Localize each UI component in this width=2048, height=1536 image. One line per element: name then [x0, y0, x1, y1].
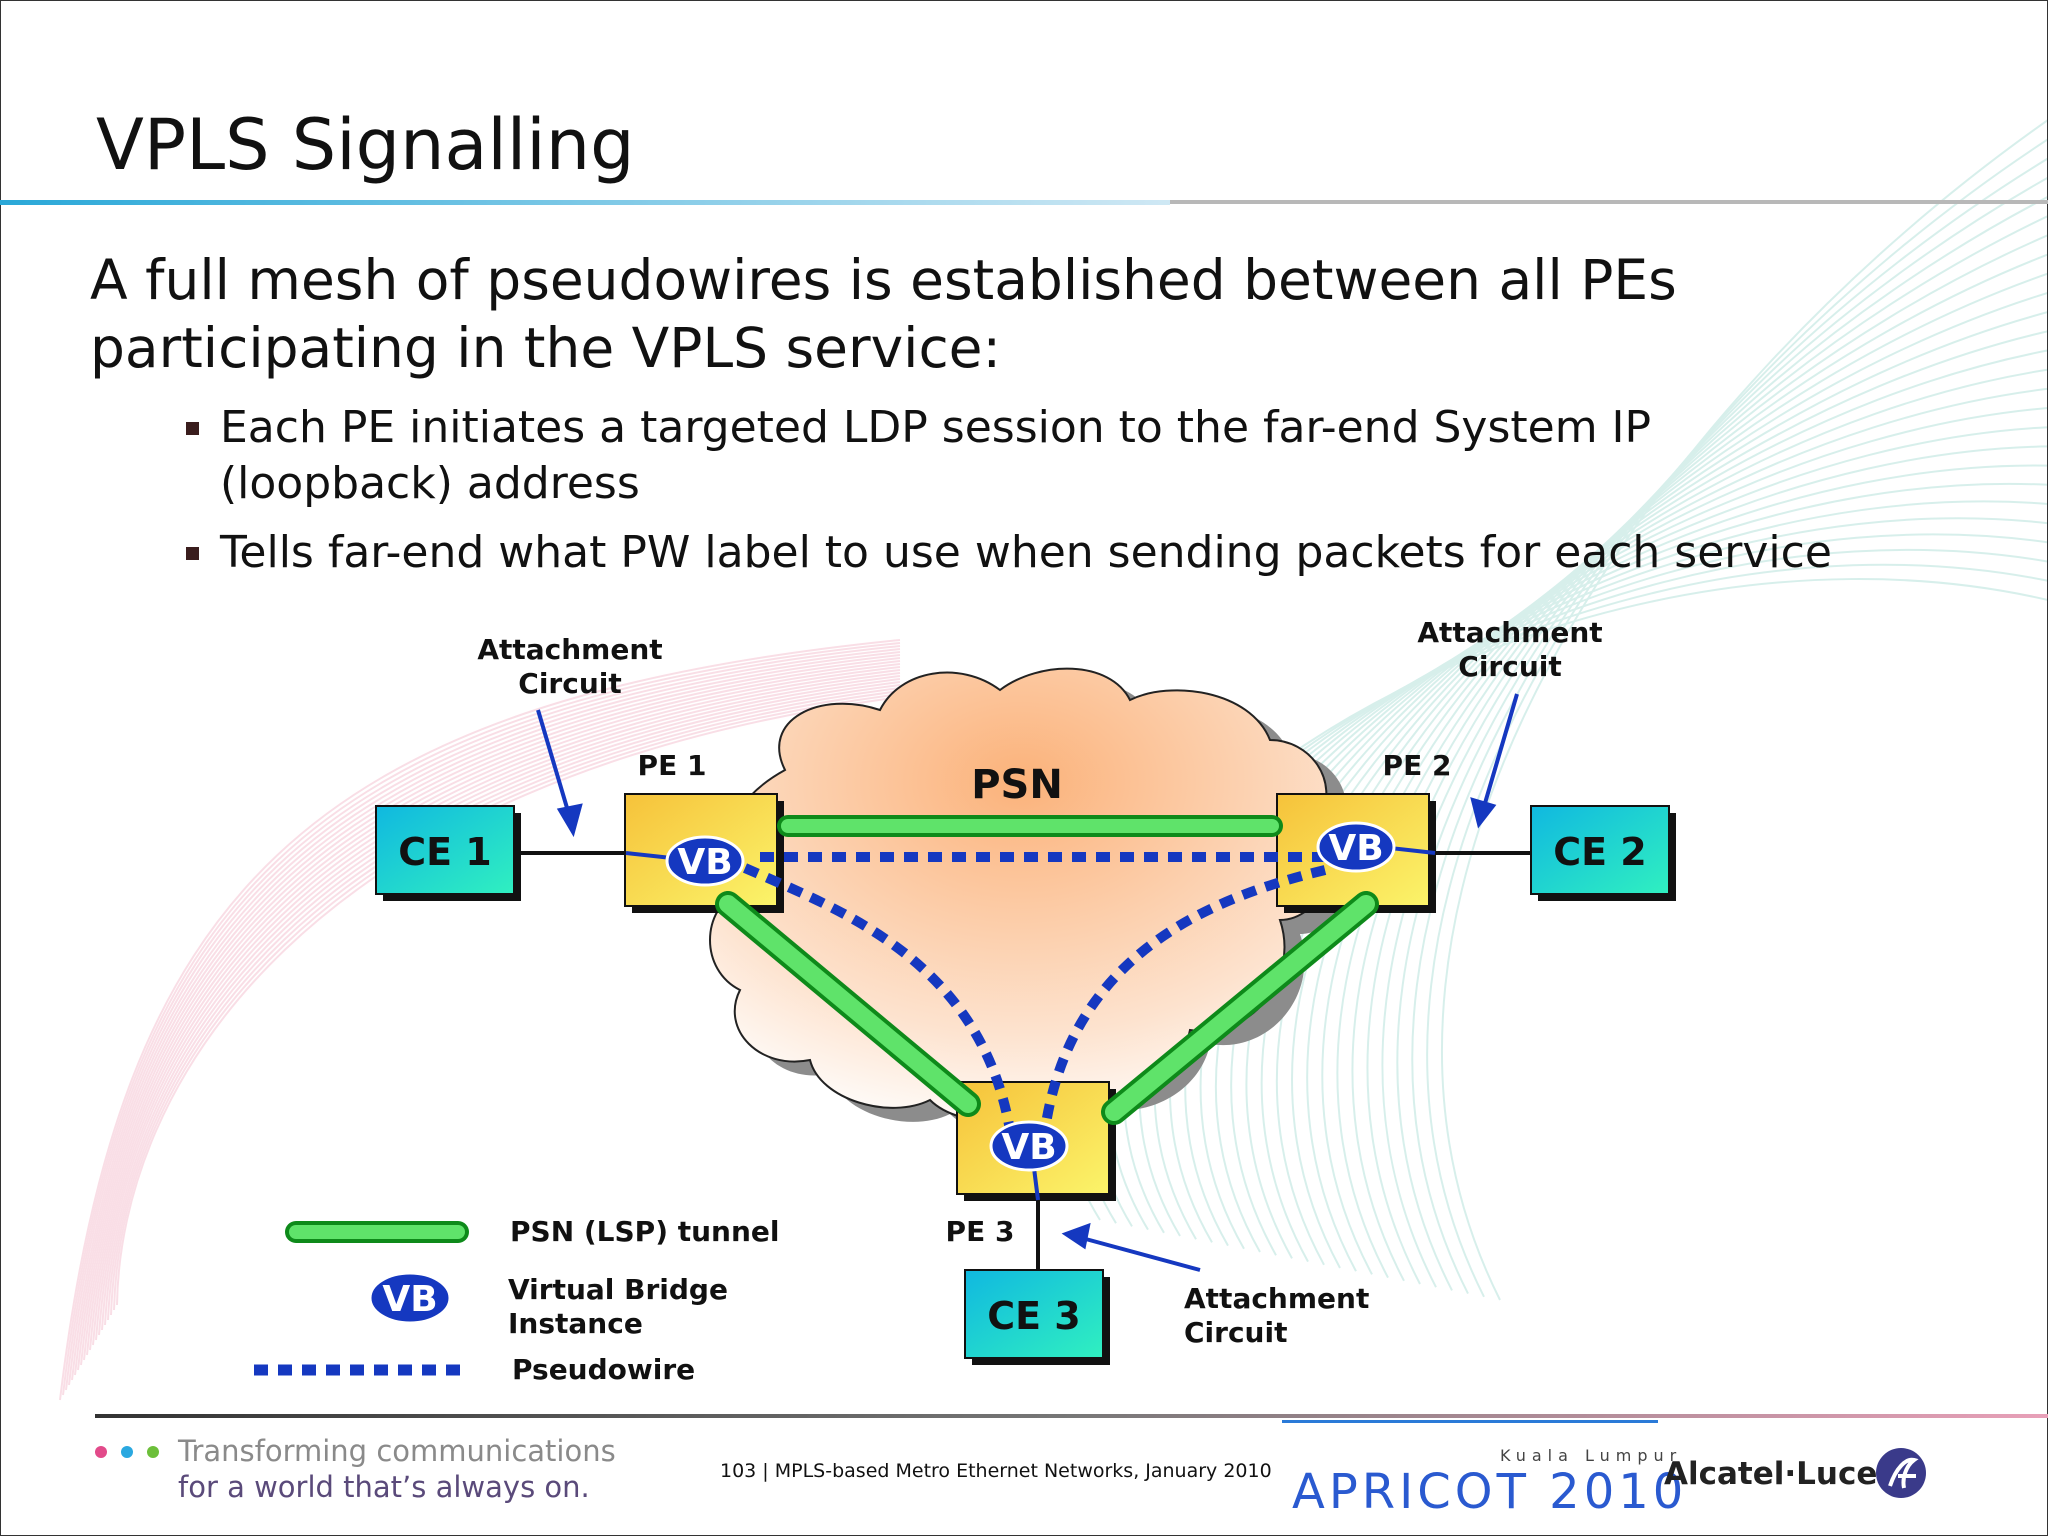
- pink-swirl-line: [77, 657, 901, 1371]
- pink-swirl-line: [104, 684, 901, 1326]
- pink-swirl-line: [101, 681, 901, 1331]
- alcatel-lucent-logo-icon: [1876, 1448, 1926, 1498]
- alcatel-lucent-brand: Alcatel·Lucent: [1664, 1456, 1915, 1492]
- title-underline: [0, 200, 1170, 205]
- footer-page-info: 103 | MPLS-based Metro Ethernet Networks…: [720, 1460, 1272, 1482]
- pink-swirl-line: [107, 687, 901, 1321]
- bullet-item-1: Each PE initiates a targeted LDP session…: [220, 402, 1652, 509]
- pink-swirl-line: [92, 672, 901, 1346]
- teal-swirl-line: [1260, 349, 2048, 1263]
- pink-swirl-line: [95, 675, 901, 1341]
- ac2-arrowhead: [1470, 797, 1497, 829]
- teal-swirl-line: [1245, 368, 2048, 1259]
- pink-swirl-line: [98, 678, 901, 1336]
- vb3-label: VB: [1001, 1127, 1056, 1168]
- ce3-box: [964, 1269, 1104, 1359]
- pink-swirl-line: [86, 666, 901, 1356]
- teal-swirl-line: [1351, 234, 2048, 1282]
- attachment-circuit-label-2: Attachment Circuit: [1417, 616, 1603, 683]
- pink-swirl-line: [113, 693, 901, 1311]
- teal-swirl-line: [1336, 253, 2048, 1279]
- apricot-text: APRICOT 2010: [1292, 1464, 1688, 1520]
- ce2-label: CE 2: [1553, 830, 1647, 874]
- pe2-label: PE 2: [1383, 749, 1452, 782]
- bullet-item-2: Tells far-end what PW label to use when …: [220, 527, 1832, 578]
- pink-swirl-line: [110, 690, 901, 1316]
- vb2-label: VB: [1328, 828, 1383, 869]
- legend-tunnel-label: PSN (LSP) tunnel: [510, 1215, 780, 1248]
- teal-swirl-line: [1306, 291, 2048, 1272]
- teal-swirl-line: [1366, 215, 2048, 1285]
- pink-swirl-line: [62, 642, 901, 1396]
- pink-swirl-line: [83, 663, 901, 1361]
- footer-dot-blue: [121, 1446, 133, 1458]
- legend-vb-symbol-label: VB: [382, 1279, 437, 1320]
- teal-swirl-line: [1291, 311, 2048, 1269]
- lsp-tunnel-pe2-pe3: [1105, 895, 1375, 1121]
- ce3-label: CE 3: [987, 1294, 1081, 1338]
- teal-swirl-line: [1396, 176, 2048, 1291]
- pink-swirl-line: [65, 645, 901, 1391]
- footer-dot-green: [147, 1446, 159, 1458]
- pe1-label: PE 1: [638, 749, 707, 782]
- ac3-arrowhead: [1061, 1222, 1091, 1250]
- attachment-circuit-label-3: Attachment Circuit: [1184, 1282, 1370, 1349]
- bullet-marker: [186, 547, 199, 560]
- bullet-marker: [186, 422, 199, 435]
- apricot-logo-bar: [1282, 1420, 1658, 1423]
- teal-swirl-line: [1411, 157, 2048, 1295]
- vb2-ac-line: [1389, 846, 1436, 855]
- footer-divider: [95, 1414, 2048, 1418]
- ce1-box: [375, 805, 515, 895]
- teal-swirl-line: [1199, 426, 2048, 1250]
- vb2-symbol: [1316, 821, 1396, 873]
- psn-cloud: [709, 667, 1334, 1123]
- lsp-tunnel-pe1-pe3: [719, 895, 977, 1113]
- psn-label: PSN: [971, 762, 1063, 808]
- apricot-kuala-lumpur: Kuala Lumpur: [1500, 1446, 1683, 1465]
- vb1-symbol: [665, 835, 745, 887]
- ac3-arrow-line: [1081, 1236, 1201, 1272]
- ce1-label: CE 1: [398, 830, 492, 874]
- teal-swirl-line: [1321, 272, 2048, 1275]
- slide-title: VPLS Signalling: [96, 104, 635, 186]
- teal-swirl-line: [1381, 195, 2048, 1288]
- pink-swirl-line: [71, 651, 901, 1381]
- ac1-arrow-line: [536, 709, 572, 819]
- attachment-circuit-label-1: Attachment Circuit: [477, 633, 663, 700]
- teal-swirl-line: [1440, 119, 2048, 1301]
- teal-swirl-line: [1214, 407, 2048, 1253]
- footer-tagline-line1: Transforming communications: [178, 1434, 616, 1468]
- alcatel-lucent-swirl-icon: [1888, 1457, 1919, 1489]
- pseudowire-pe2-pe3: [1040, 865, 1327, 1131]
- footer-dot-pink: [95, 1446, 107, 1458]
- pink-swirl-line: [59, 639, 901, 1401]
- ce2-box: [1530, 805, 1670, 895]
- legend-vb-label: Virtual Bridge Instance: [508, 1273, 728, 1340]
- pink-swirl-line: [80, 660, 901, 1366]
- intro-text: A full mesh of pseudowires is establishe…: [90, 248, 1677, 380]
- vb3-symbol: [989, 1120, 1069, 1172]
- legend-vb-symbol: [368, 1271, 452, 1325]
- legend-pseudowire-label: Pseudowire: [512, 1353, 696, 1386]
- title-underline-right: [1170, 200, 2048, 204]
- vb1-label: VB: [677, 842, 732, 883]
- apricot-logo: Kuala Lumpur APRICOT 2010: [1282, 1420, 1683, 1520]
- ac2-arrow-line: [1481, 693, 1519, 811]
- pseudowire-pe1-pe3: [742, 863, 1015, 1131]
- ac1-arrowhead: [556, 803, 583, 838]
- pink-swirl-line: [89, 669, 901, 1351]
- footer-tagline-line2: for a world that’s always on.: [178, 1470, 590, 1504]
- pink-swirl-line: [68, 648, 901, 1386]
- pink-swirl-line: [74, 654, 901, 1376]
- pink-swirl-line: [116, 696, 901, 1306]
- teal-swirl-line: [1426, 138, 2048, 1298]
- teal-swirl-line: [1276, 330, 2048, 1266]
- pe3-label: PE 3: [946, 1215, 1015, 1248]
- teal-swirl-line: [1230, 387, 2048, 1256]
